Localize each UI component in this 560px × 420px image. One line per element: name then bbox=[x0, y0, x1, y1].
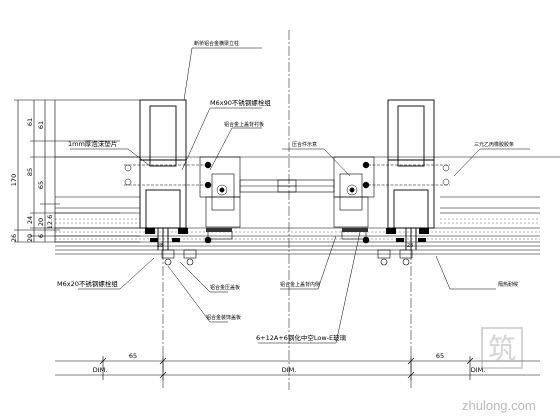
callout-texts: 断桥铝合金横梁立柱 M6x90不锈钢螺栓组 铝合金上盖背衬板 1mm厚泡沫垫片 … bbox=[57, 40, 518, 342]
dim-label-170: 170 bbox=[10, 174, 18, 186]
dim-label-85: 85 bbox=[26, 168, 34, 176]
callout-leaders bbox=[70, 47, 530, 344]
bottom-dimension-labels: 65 65 DIM. DIM. DIM. 28 28 bbox=[93, 243, 486, 374]
dim-label-6: 6 bbox=[37, 234, 45, 238]
dim-label-12-6: 12.6 bbox=[46, 215, 54, 229]
left-mullion bbox=[139, 99, 187, 250]
dim-label-20-b: 20 bbox=[37, 218, 45, 226]
dim-label-65-left: 65 bbox=[129, 352, 137, 360]
right-mullion bbox=[387, 99, 435, 250]
callout-alu-outer-cap: 铝合金装饰盖板 bbox=[206, 314, 241, 321]
bottom-dimension-chain bbox=[55, 356, 540, 380]
callout-alu-cover: 铝合金压盖板 bbox=[210, 284, 240, 291]
callout-glass: 6+12A+6钢化中空Low-E玻璃 bbox=[256, 333, 347, 342]
dim-label-20-a: 20 bbox=[26, 234, 34, 242]
dim-label-24: 24 bbox=[26, 216, 34, 224]
dim-label-dim-center: DIM. bbox=[282, 366, 297, 374]
callout-top-right-b: 三元乙丙橡胶胶条 bbox=[474, 141, 514, 148]
callout-top-center: 断桥铝合金横梁立柱 bbox=[194, 40, 239, 47]
glass-pane-hatch bbox=[55, 218, 540, 240]
watermark-glyph: 筑 bbox=[488, 332, 516, 365]
left-transom-profile bbox=[199, 156, 297, 240]
right-cap-fasteners bbox=[362, 236, 413, 266]
dim-label-65-right: 65 bbox=[436, 352, 444, 360]
callout-m6x90: M6x90不锈钢螺栓组 bbox=[210, 98, 271, 107]
left-bolt-group bbox=[124, 161, 228, 196]
callout-alu-inner: 铝合金上盖背内侧 bbox=[280, 281, 320, 288]
dim-label-28-left: 28 bbox=[157, 243, 163, 249]
callout-m6x20: M6x20不锈钢螺栓组 bbox=[57, 279, 118, 288]
right-gaskets bbox=[342, 228, 429, 242]
dim-label-65: 65 bbox=[37, 181, 45, 189]
right-bolt-group bbox=[346, 161, 450, 196]
callout-seal-right: 隔热耐候 bbox=[498, 281, 518, 288]
dim-label-dim-right: DIM. bbox=[471, 366, 486, 374]
dim-label-dim-left: DIM. bbox=[93, 366, 108, 374]
right-transom-profile bbox=[277, 156, 375, 240]
left-cap-fasteners bbox=[161, 236, 212, 266]
left-gaskets bbox=[145, 228, 232, 242]
dim-label-61-b: 61 bbox=[37, 121, 45, 129]
watermark-logo: 筑 bbox=[481, 327, 523, 369]
dim-label-26: 26 bbox=[10, 234, 18, 242]
callout-alu-strip: 铝合金上盖背衬板 bbox=[224, 121, 264, 128]
horizontal-profile-lines bbox=[55, 156, 560, 255]
dim-label-61-a: 61 bbox=[26, 118, 34, 126]
callout-pad-1mm: 1mm厚泡沫垫片 bbox=[68, 139, 117, 148]
callout-top-right-a: 压合件示意 bbox=[292, 141, 317, 148]
watermark-site: zhulong.com bbox=[462, 398, 536, 413]
left-dimension-labels: 170 26 61 85 24 20 61 65 20 12.6 6 bbox=[10, 118, 54, 242]
dim-label-28-right: 28 bbox=[407, 243, 413, 249]
